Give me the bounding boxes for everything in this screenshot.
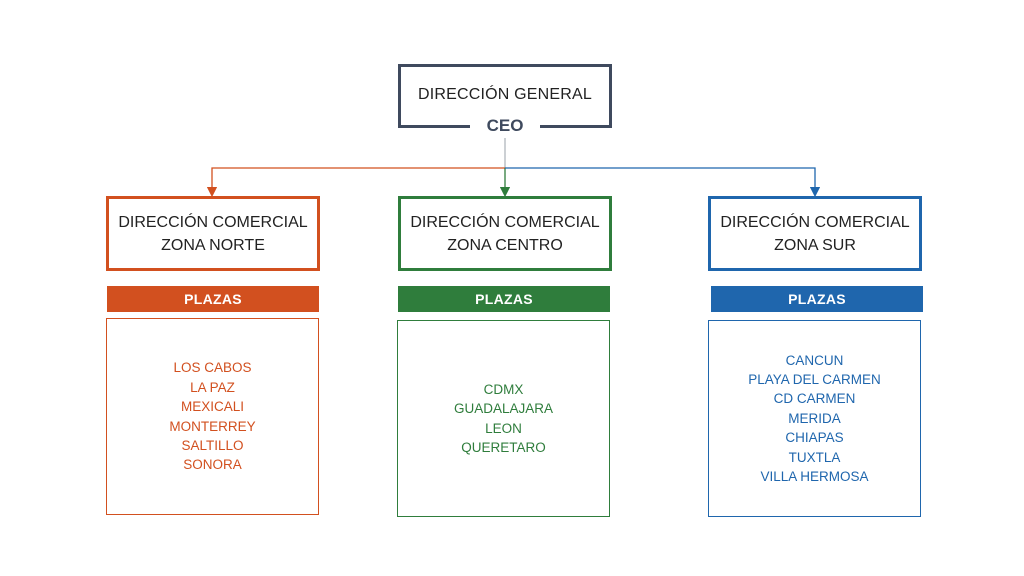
plazas-bar-centro: PLAZAS xyxy=(398,286,610,312)
division-box-centro: DIRECCIÓN COMERCIAL ZONA CENTRO xyxy=(398,196,612,271)
plazas-list-norte: LOS CABOS LA PAZ MEXICALI MONTERREY SALT… xyxy=(106,318,319,515)
connector-sur xyxy=(505,167,821,198)
list-item: CHIAPAS xyxy=(785,430,844,446)
plazas-bar-norte: PLAZAS xyxy=(107,286,319,312)
list-item: CD CARMEN xyxy=(773,391,856,407)
plazas-bar-sur: PLAZAS xyxy=(711,286,923,312)
division-box-norte: DIRECCIÓN COMERCIAL ZONA NORTE xyxy=(106,196,320,271)
list-item: MEXICALI xyxy=(180,399,245,415)
list-item: MERIDA xyxy=(788,410,841,426)
connector-norte xyxy=(206,167,505,198)
list-item: TUXTLA xyxy=(788,449,841,465)
plazas-list-sur: CANCUN PLAYA DEL CARMEN CD CARMEN MERIDA… xyxy=(708,320,921,517)
list-item: LA PAZ xyxy=(190,379,235,395)
list-item: LEON xyxy=(485,420,522,436)
division-title-line1: DIRECCIÓN COMERCIAL xyxy=(118,213,308,231)
list-item: SALTILLO xyxy=(181,437,244,453)
list-item: QUERETARO xyxy=(461,439,546,455)
division-title-line1: DIRECCIÓN COMERCIAL xyxy=(410,213,600,231)
ceo-label: CEO xyxy=(470,114,540,138)
division-title-line1: DIRECCIÓN COMERCIAL xyxy=(720,213,910,231)
list-item: VILLA HERMOSA xyxy=(760,469,869,485)
list-item: LOS CABOS xyxy=(173,360,252,376)
plazas-list-centro: CDMX GUADALAJARA LEON QUERETARO xyxy=(397,320,610,517)
division-title-line2: ZONA NORTE xyxy=(161,236,265,254)
division-title-line2: ZONA SUR xyxy=(774,236,856,254)
list-item: SONORA xyxy=(183,457,242,473)
division-title-line2: ZONA CENTRO xyxy=(447,236,563,254)
list-item: CDMX xyxy=(483,381,524,397)
division-box-sur: DIRECCIÓN COMERCIAL ZONA SUR xyxy=(708,196,922,271)
list-item: CANCUN xyxy=(785,352,844,368)
ceo-title: DIRECCIÓN GENERAL xyxy=(417,86,593,103)
list-item: GUADALAJARA xyxy=(453,401,554,417)
list-item: MONTERREY xyxy=(169,418,256,434)
list-item: PLAYA DEL CARMEN xyxy=(748,371,881,387)
